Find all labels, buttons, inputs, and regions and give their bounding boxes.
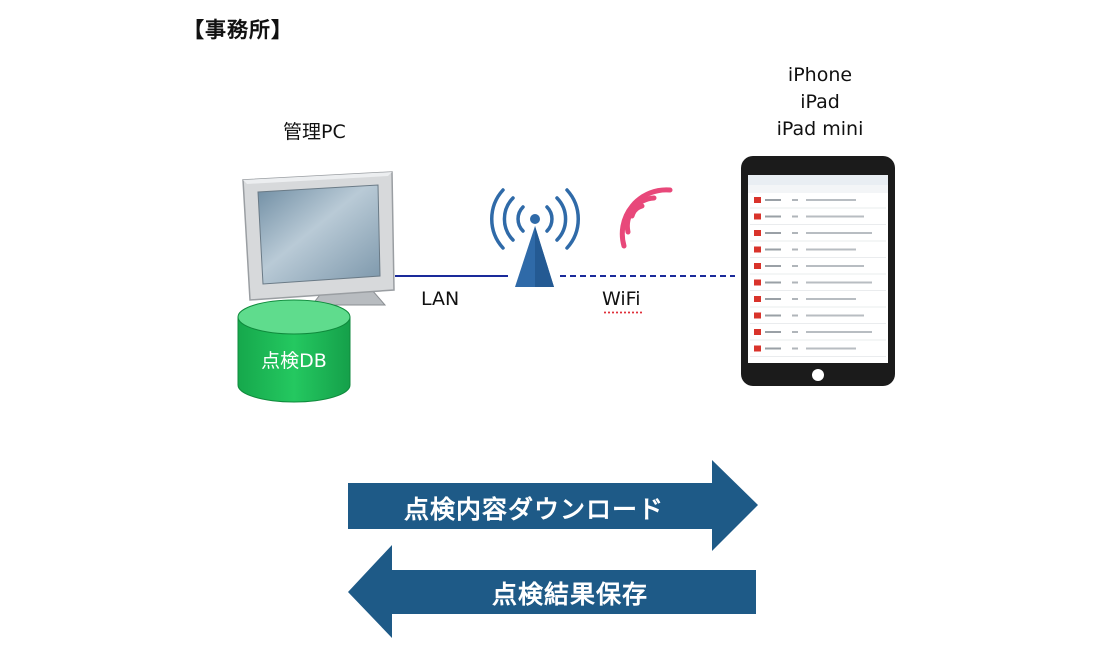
upload-arrow-label: 点検結果保存 bbox=[491, 580, 648, 609]
upload-arrow-shape bbox=[348, 545, 756, 638]
tablet-screen-row bbox=[750, 312, 886, 324]
device-label-ipad: iPad bbox=[800, 91, 840, 113]
tablet-screen-row bbox=[750, 263, 886, 275]
tablet-screen-row bbox=[750, 345, 886, 357]
wireless-access-point-icon bbox=[490, 188, 580, 287]
database-cylinder-icon bbox=[237, 299, 351, 403]
wifi-signal-icon bbox=[619, 187, 673, 249]
database-label: 点検DB bbox=[261, 350, 327, 372]
pc-label: 管理PC bbox=[283, 121, 346, 143]
wifi-label: WiFi bbox=[602, 288, 641, 310]
tablet-screen-row bbox=[750, 230, 886, 242]
tablet-screen-row bbox=[750, 279, 886, 291]
tablet-screen-row bbox=[750, 296, 886, 308]
download-arrow-shape bbox=[348, 460, 758, 551]
wifi-label-underline bbox=[603, 311, 643, 314]
tablet-screen-row bbox=[750, 329, 886, 341]
page-heading: 【事務所】 bbox=[183, 18, 293, 42]
computer-monitor-icon bbox=[242, 171, 395, 306]
download-arrow-label: 点検内容ダウンロード bbox=[403, 495, 664, 524]
tablet-screen-row bbox=[750, 246, 886, 258]
tablet-screen-row bbox=[750, 197, 886, 209]
device-label-ipad-mini: iPad mini bbox=[776, 118, 864, 140]
tablet-icon bbox=[741, 156, 895, 386]
device-list: iPhone iPad iPad mini bbox=[740, 62, 900, 143]
tablet-screen-row bbox=[750, 213, 886, 225]
lan-label: LAN bbox=[421, 288, 460, 310]
device-label-iphone: iPhone bbox=[787, 64, 853, 86]
